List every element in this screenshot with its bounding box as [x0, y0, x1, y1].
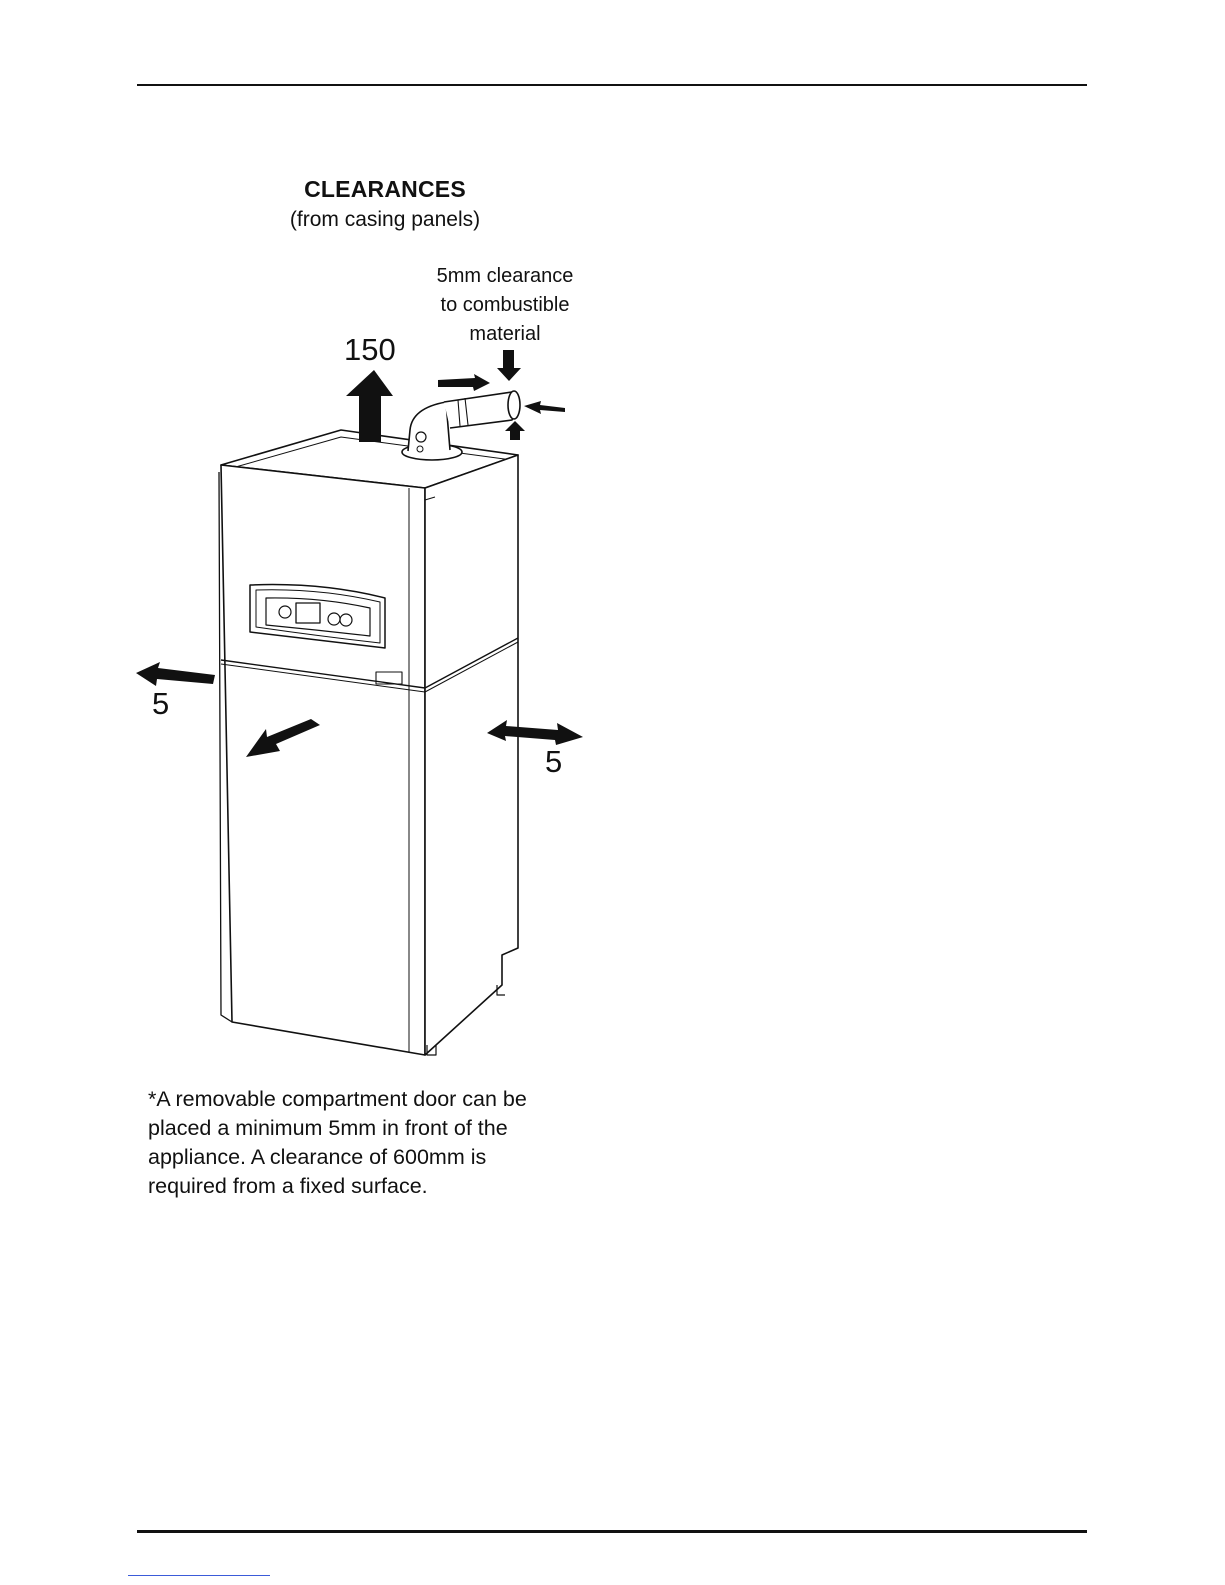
footer-link-underline [128, 1575, 270, 1576]
footer-rule [137, 1530, 1087, 1533]
footnote-line-4: required from a fixed surface. [148, 1172, 588, 1201]
compartment-door-footnote: *A removable compartment door can be pla… [148, 1085, 588, 1201]
left-clearance-arrow [136, 662, 215, 686]
flue-pipe [444, 392, 516, 428]
flue-elbow [408, 402, 450, 451]
appliance-side-panel [425, 455, 518, 1055]
flue-right-arrow [524, 401, 565, 414]
footnote-line-3: appliance. A clearance of 600mm is [148, 1143, 588, 1172]
flue-top-arrow [497, 350, 521, 381]
flue-bottom-arrow [505, 421, 525, 440]
flue-left-arrow [438, 374, 490, 391]
footnote-line-1: *A removable compartment door can be [148, 1085, 588, 1114]
footnote-line-2: placed a minimum 5mm in front of the [148, 1114, 588, 1143]
appliance-front-panel [221, 465, 425, 1055]
